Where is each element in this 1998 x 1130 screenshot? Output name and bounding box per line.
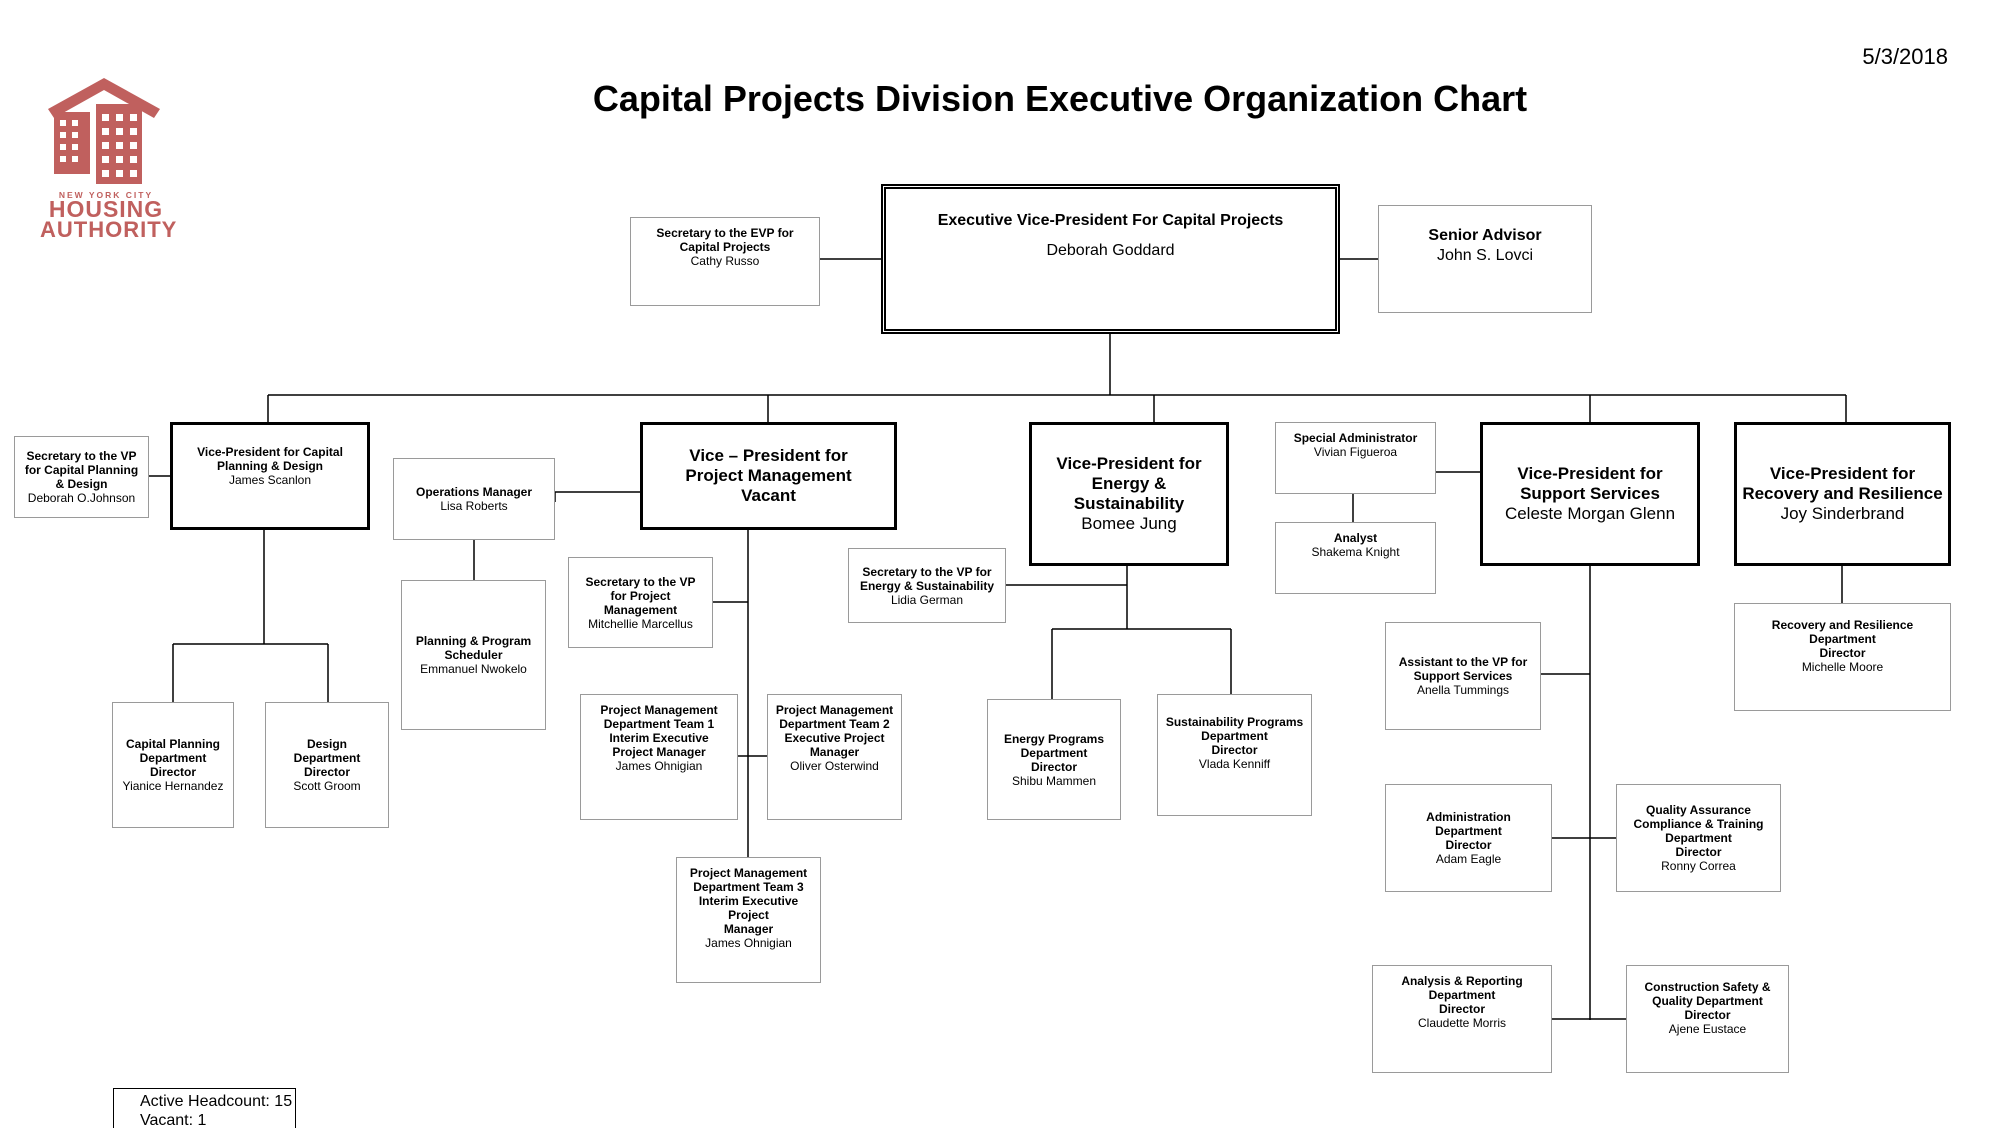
node-title: Design Department Director bbox=[293, 737, 361, 779]
node-name: Vivian Figueroa bbox=[1313, 445, 1398, 459]
housing-authority-logo bbox=[48, 78, 160, 184]
node-assistant-support: Assistant to the VP for Support Services… bbox=[1385, 622, 1541, 730]
node-senior-advisor: Senior Advisor John S. Lovci bbox=[1378, 205, 1592, 313]
node-title: Executive Vice-President For Capital Pro… bbox=[937, 212, 1284, 229]
logo-text-housing: HOUSING bbox=[48, 196, 164, 222]
node-name: Celeste Morgan Glenn bbox=[1504, 504, 1676, 523]
node-title: Secretary to the EVP for Capital Project… bbox=[656, 226, 794, 254]
node-name: James Ohnigian bbox=[615, 759, 703, 773]
node-title: Operations Manager bbox=[415, 485, 533, 499]
node-title: Secretary to the VP for Energy & Sustain… bbox=[859, 564, 995, 593]
node-vp-secretary-planning: Secretary to the VP for Capital Planning… bbox=[14, 436, 149, 518]
node-name: Michelle Moore bbox=[1801, 660, 1884, 674]
node-name: James Ohnigian bbox=[705, 936, 792, 950]
node-name: Cathy Russo bbox=[690, 254, 760, 268]
node-title: Assistant to the VP for Support Services bbox=[1398, 655, 1528, 683]
node-title: Planning & Program Scheduler bbox=[415, 634, 532, 662]
node-title: Special Administrator bbox=[1293, 431, 1418, 445]
node-name: Mitchellie Marcellus bbox=[588, 616, 693, 631]
node-vp-recovery: Vice-President for Recovery and Resilien… bbox=[1734, 422, 1951, 566]
node-name: Deborah O.Johnson bbox=[27, 491, 136, 505]
node-recovery-dept: Recovery and Resilience Department Direc… bbox=[1734, 603, 1951, 711]
node-design-dept: Design Department Director Scott Groom bbox=[265, 702, 389, 828]
node-title: Secretary to the VP for Project Manageme… bbox=[585, 574, 696, 617]
node-name: Ajene Eustace bbox=[1668, 1022, 1747, 1036]
node-title: Construction Safety & Quality Department… bbox=[1644, 980, 1771, 1022]
node-name: Shakema Knight bbox=[1311, 545, 1400, 559]
node-safety-dept: Construction Safety & Quality Department… bbox=[1626, 965, 1789, 1073]
node-pm-team2: Project Management Department Team 2 Exe… bbox=[767, 694, 902, 820]
node-operations-manager: Operations Manager Lisa Roberts bbox=[393, 458, 555, 540]
node-name: Claudette Morris bbox=[1417, 1016, 1507, 1030]
node-name: Adam Eagle bbox=[1435, 852, 1502, 866]
logo-text-city: NEW YORK CITY bbox=[58, 190, 154, 200]
node-evp: Executive Vice-President For Capital Pro… bbox=[881, 184, 1340, 334]
page-title: Capital Projects Division Executive Orga… bbox=[592, 78, 1528, 119]
node-qa-dept: Quality Assurance Compliance & Training … bbox=[1616, 784, 1781, 892]
node-name: Scott Groom bbox=[293, 779, 361, 793]
node-title: Vice-President for Energy & Sustainabili… bbox=[1056, 454, 1202, 513]
node-analyst: Analyst Shakema Knight bbox=[1275, 522, 1436, 594]
node-vp-planning: Vice-President for Capital Planning & De… bbox=[170, 422, 370, 530]
node-title: Recovery and Resilience Department Direc… bbox=[1771, 618, 1914, 660]
node-vp-energy: Vice-President for Energy & Sustainabili… bbox=[1029, 422, 1229, 566]
node-name: Vlada Kenniff bbox=[1198, 757, 1271, 771]
node-admin-dept: Administration Department Director Adam … bbox=[1385, 784, 1552, 892]
node-special-admin: Special Administrator Vivian Figueroa bbox=[1275, 422, 1436, 494]
node-name: James Scanlon bbox=[228, 473, 312, 487]
node-name: Lisa Roberts bbox=[440, 499, 508, 513]
node-title: Vice-President for Support Services bbox=[1517, 464, 1663, 503]
node-name: Ronny Correa bbox=[1661, 859, 1736, 873]
headcount-summary: Active Headcount: 15 Vacant: 1 bbox=[113, 1088, 296, 1129]
node-title: Sustainability Programs Department Direc… bbox=[1165, 715, 1304, 757]
node-name: John S. Lovci bbox=[1436, 247, 1534, 264]
node-title: Vice – President for Project Management bbox=[685, 446, 852, 485]
node-capital-planning-dept: Capital Planning Department Director Yia… bbox=[112, 702, 234, 828]
node-name: Anella Tummings bbox=[1416, 683, 1510, 697]
node-sustainability-programs: Sustainability Programs Department Direc… bbox=[1157, 694, 1312, 816]
node-title: Vice-President for Recovery and Resilien… bbox=[1742, 464, 1943, 503]
node-title: Administration Department Director bbox=[1426, 810, 1511, 852]
node-name: Bomee Jung bbox=[1081, 514, 1177, 533]
node-title: Senior Advisor bbox=[1428, 227, 1542, 244]
node-title: Project Management Department Team 1 Int… bbox=[600, 703, 718, 759]
node-title: Analysis & Reporting Department Director bbox=[1401, 974, 1523, 1016]
logo-text-authority: AUTHORITY bbox=[40, 217, 178, 242]
chart-date: 5/3/2018 bbox=[1862, 44, 1948, 69]
node-name: Deborah Goddard bbox=[1046, 242, 1175, 259]
node-vp-project-mgmt: Vice – President for Project Management … bbox=[640, 422, 897, 530]
node-title: Capital Planning Department Director bbox=[125, 737, 220, 779]
node-evp-secretary: Secretary to the EVP for Capital Project… bbox=[630, 217, 820, 306]
vacant-count: Vacant: 1 bbox=[140, 1112, 207, 1129]
node-title: Analyst bbox=[1333, 531, 1378, 545]
node-vp-support: Vice-President for Support Services Cele… bbox=[1480, 422, 1700, 566]
node-analysis-dept: Analysis & Reporting Department Director… bbox=[1372, 965, 1552, 1073]
node-name: Vacant bbox=[741, 486, 796, 505]
node-vp-secretary-pm: Secretary to the VP for Project Manageme… bbox=[568, 557, 713, 648]
node-title: Energy Programs Department Director bbox=[1003, 731, 1105, 774]
node-energy-programs: Energy Programs Department Director Shib… bbox=[987, 699, 1121, 820]
node-title: Project Management Department Team 2 Exe… bbox=[775, 703, 894, 759]
node-title: Secretary to the VP for Capital Planning… bbox=[24, 449, 139, 491]
node-pm-team1: Project Management Department Team 1 Int… bbox=[580, 694, 738, 820]
node-vp-secretary-energy: Secretary to the VP for Energy & Sustain… bbox=[848, 548, 1006, 623]
active-headcount: Active Headcount: 15 bbox=[140, 1093, 293, 1110]
node-name: Joy Sinderbrand bbox=[1780, 504, 1905, 523]
node-program-scheduler: Planning & Program Scheduler Emmanuel Nw… bbox=[401, 580, 546, 730]
node-name: Shibu Mammen bbox=[1011, 773, 1097, 788]
node-name: Oliver Osterwind bbox=[790, 759, 879, 773]
node-title: Quality Assurance Compliance & Training … bbox=[1633, 803, 1764, 859]
node-name: Lidia German bbox=[890, 592, 964, 607]
node-name: Yianice Hernandez bbox=[122, 779, 224, 793]
node-title: Vice-President for Capital Planning & De… bbox=[197, 445, 343, 473]
node-pm-team3: Project Management Department Team 3 Int… bbox=[676, 857, 821, 983]
node-title: Project Management Department Team 3 Int… bbox=[689, 866, 808, 936]
node-name: Emmanuel Nwokelo bbox=[420, 662, 527, 676]
